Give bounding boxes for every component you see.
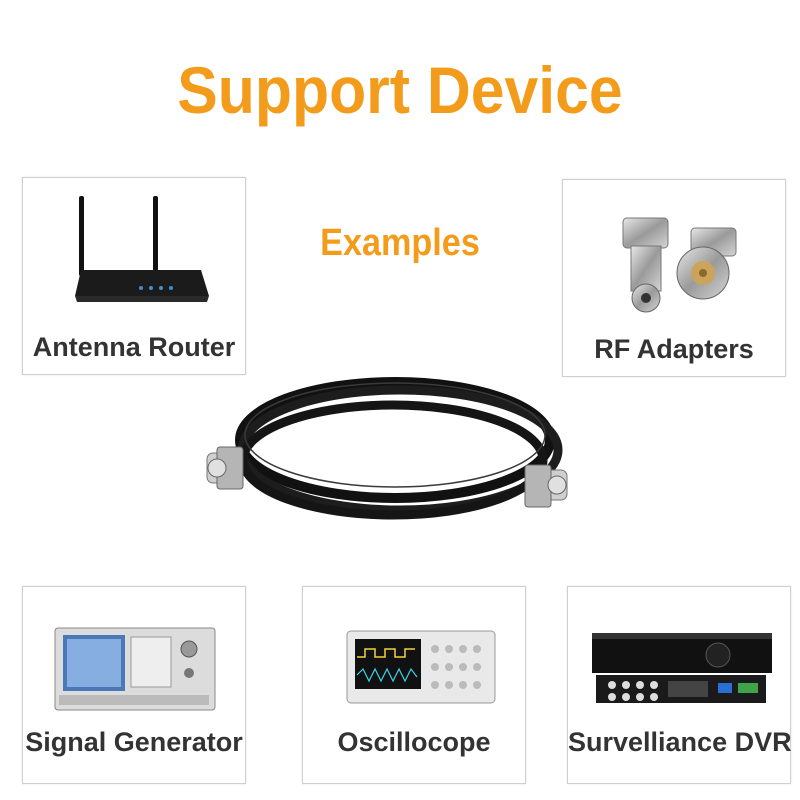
device-label-signal-generator: Signal Generator xyxy=(25,727,243,757)
device-label-dvr: Survelliance DVR xyxy=(568,727,792,757)
device-label-antenna-router: Antenna Router xyxy=(32,332,236,362)
device-label-rf-adapters: RF Adapters xyxy=(594,334,754,364)
oscilloscope-icon xyxy=(346,630,496,704)
bnc-cable-image xyxy=(206,377,568,520)
device-card-rf-adapters: RF Adapters xyxy=(562,179,786,377)
device-label-oscilloscope: Oscillocope xyxy=(337,727,491,757)
examples-heading: Examples xyxy=(320,222,480,264)
rf-adapter-icon xyxy=(622,217,737,313)
dvr-icon xyxy=(592,633,772,703)
signal-generator-icon xyxy=(54,627,216,711)
device-card-dvr: Survelliance DVR xyxy=(567,586,792,784)
page-title: Support Device xyxy=(177,53,623,127)
device-card-oscilloscope: Oscillocope xyxy=(302,586,526,784)
device-card-signal-generator: Signal Generator xyxy=(22,586,246,784)
device-card-antenna-router: Antenna Router xyxy=(22,177,246,375)
router-icon xyxy=(75,196,209,302)
